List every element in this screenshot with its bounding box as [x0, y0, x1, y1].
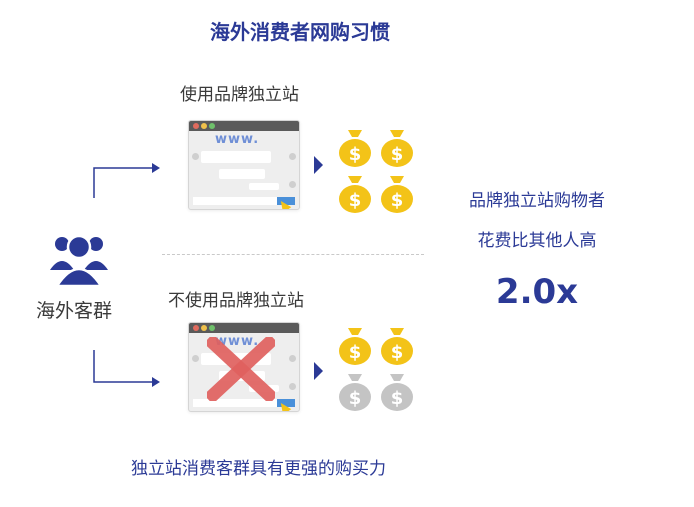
bottom-section-label: 不使用品牌独立站: [168, 291, 304, 311]
browser-window-icon: www.: [188, 322, 300, 412]
svg-text:$: $: [349, 388, 362, 409]
money-bag-icon: $: [381, 176, 413, 213]
svg-text:$: $: [349, 144, 362, 165]
money-bag-icon: $: [339, 130, 371, 167]
url-text: www.: [215, 132, 260, 147]
cross-icon: [207, 337, 275, 401]
svg-text:$: $: [391, 388, 404, 409]
group-label: 海外客群: [36, 300, 113, 322]
browser-window-icon: www.: [188, 120, 300, 210]
play-arrow-icon: [314, 156, 323, 174]
money-bag-icon: $: [339, 328, 371, 365]
bottom-caption: 独立站消费客群具有更强的购买力: [131, 459, 386, 479]
stat-line-1: 品牌独立站购物者: [469, 191, 605, 211]
top-section-label: 使用品牌独立站: [180, 85, 299, 105]
money-bag-icon: $: [339, 374, 371, 411]
money-bag-icon: $: [339, 176, 371, 213]
svg-text:$: $: [349, 342, 362, 363]
page-title: 海外消费者网购习惯: [210, 20, 390, 44]
play-arrow-icon: [314, 362, 323, 380]
stat-value: 2.0x: [495, 272, 579, 312]
svg-text:$: $: [391, 144, 404, 165]
money-bag-icon: $: [381, 130, 413, 167]
svg-text:$: $: [391, 342, 404, 363]
svg-text:$: $: [391, 190, 404, 211]
money-bag-icon: $: [381, 374, 413, 411]
url-text: www.: [215, 334, 260, 349]
stat-line-2: 花费比其他人高: [477, 231, 597, 251]
svg-text:$: $: [349, 190, 362, 211]
money-bag-icon: $: [381, 328, 413, 365]
people-icon: [50, 234, 108, 288]
section-divider: [162, 254, 424, 255]
connector-arrows: [93, 163, 160, 387]
